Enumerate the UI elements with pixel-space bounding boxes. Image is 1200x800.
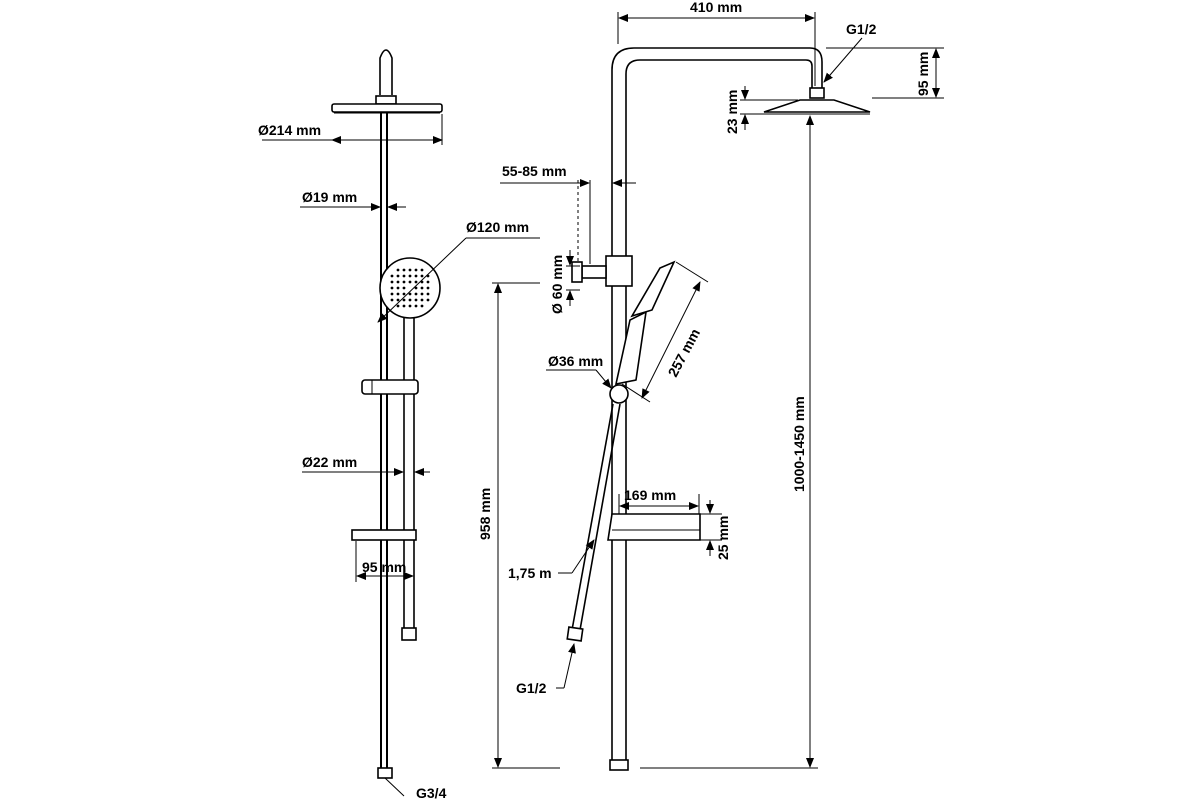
front-gooseneck	[379, 49, 393, 95]
diverter-diameter-label: Ø36 mm	[548, 353, 603, 369]
side-shower-head	[763, 99, 871, 113]
nozzle-dot	[420, 268, 424, 272]
front-bottom-nut	[377, 767, 393, 779]
side-hose-connector	[566, 626, 584, 642]
side-hand-handle	[614, 310, 648, 386]
shelf-thickness-label: 25 mm	[715, 516, 731, 560]
side-head-connector	[809, 87, 825, 99]
dim-hand-length-ext-top	[675, 261, 709, 283]
nozzle-dot	[408, 304, 412, 308]
wall-distance-label: 55-85 mm	[502, 163, 567, 179]
nozzle-dot	[408, 298, 412, 302]
nozzle-dot	[402, 280, 406, 284]
nozzle-dot	[396, 298, 400, 302]
nozzle-dot	[402, 304, 406, 308]
dim-hand-length-line	[641, 281, 701, 399]
dim-bottom-connection-leader	[384, 777, 405, 797]
shelf-depth-label: 169 mm	[624, 487, 676, 503]
nozzle-dot	[390, 274, 394, 278]
side-wall-bracket	[605, 255, 633, 287]
nozzle-dot	[414, 292, 418, 296]
dim-hand-diameter-line	[377, 237, 467, 323]
side-shelf	[607, 513, 701, 541]
nozzle-dot	[408, 280, 412, 284]
nozzle-dot	[420, 292, 424, 296]
dim-hand-length-ext-bottom	[621, 383, 651, 403]
bottom-connection-label: G3/4	[416, 785, 447, 800]
head-height-label: 23 mm	[724, 90, 740, 134]
nozzle-dot	[426, 286, 430, 290]
front-head-collar	[375, 95, 397, 105]
front-hand-nozzles	[390, 268, 430, 308]
bracket-diameter-label: Ø 60 mm	[549, 255, 565, 314]
nozzle-dot	[390, 298, 394, 302]
side-wall-plate	[571, 261, 583, 283]
nozzle-dot	[396, 268, 400, 272]
nozzle-dot	[414, 304, 418, 308]
hose-connection-label: G1/2	[516, 680, 547, 696]
lower-tube-diameter-label: Ø22 mm	[302, 454, 357, 470]
nozzle-dot	[396, 292, 400, 296]
nozzle-dot	[402, 274, 406, 278]
side-hand-head	[630, 260, 676, 318]
front-slider-bracket	[361, 379, 419, 395]
nozzle-dot	[402, 286, 406, 290]
dim-hose-connection-arrow	[563, 643, 576, 689]
front-hand-shower	[379, 257, 441, 319]
nozzle-dot	[414, 274, 418, 278]
side-hose-b	[579, 403, 621, 631]
head-drop-label: 95 mm	[915, 52, 931, 96]
nozzle-dot	[426, 298, 430, 302]
hand-length-label: 257 mm	[665, 326, 704, 380]
nozzle-dot	[426, 292, 430, 296]
nozzle-dot	[420, 304, 424, 308]
front-shelf	[351, 529, 417, 541]
front-hose-connector	[401, 627, 417, 641]
dim-hose-length-arrow	[571, 539, 595, 574]
nozzle-dot	[402, 268, 406, 272]
arm-length-label: 410 mm	[690, 0, 742, 15]
nozzle-dot	[408, 292, 412, 296]
nozzle-dot	[390, 286, 394, 290]
side-column-inner	[625, 59, 813, 770]
side-hose-a	[571, 403, 614, 631]
nozzle-dot	[396, 274, 400, 278]
nozzle-dot	[414, 280, 418, 284]
nozzle-dot	[390, 292, 394, 296]
side-column-outer	[611, 47, 823, 770]
side-bottom-cap	[609, 759, 629, 771]
nozzle-dot	[420, 274, 424, 278]
nozzle-dot	[420, 286, 424, 290]
hand-diameter-label: Ø120 mm	[466, 219, 529, 235]
nozzle-dot	[396, 280, 400, 284]
nozzle-dot	[408, 268, 412, 272]
nozzle-dot	[420, 298, 424, 302]
dim-head-connection-leader	[823, 37, 863, 83]
nozzle-dot	[396, 286, 400, 290]
rail-diameter-label: Ø19 mm	[302, 189, 357, 205]
diverter-height-label: 958 mm	[477, 488, 493, 540]
front-shower-head	[331, 103, 443, 113]
side-view: 410 mm G1/2 95 mm 23 mm 55-85 mm Ø 60 mm…	[477, 0, 944, 771]
nozzle-dot	[414, 286, 418, 290]
nozzle-dot	[414, 298, 418, 302]
front-view: Ø214 mm Ø19 mm Ø120 mm Ø22 mm 95 mm G3/4	[258, 49, 540, 800]
side-diverter	[609, 384, 629, 404]
hose-length-label: 1,75 m	[508, 565, 552, 581]
nozzle-dot	[408, 274, 412, 278]
total-height-label: 1000-1450 mm	[791, 396, 807, 492]
nozzle-dot	[402, 292, 406, 296]
nozzle-dot	[414, 268, 418, 272]
nozzle-dot	[426, 280, 430, 284]
dim-diverter-arrow	[595, 369, 612, 389]
nozzle-dot	[396, 304, 400, 308]
nozzle-dot	[402, 298, 406, 302]
head-connection-label: G1/2	[846, 21, 877, 37]
nozzle-dot	[390, 280, 394, 284]
side-wall-bracket-arm	[581, 265, 607, 279]
shelf-width-label: 95 mm	[362, 559, 406, 575]
head-diameter-label: Ø214 mm	[258, 122, 321, 138]
